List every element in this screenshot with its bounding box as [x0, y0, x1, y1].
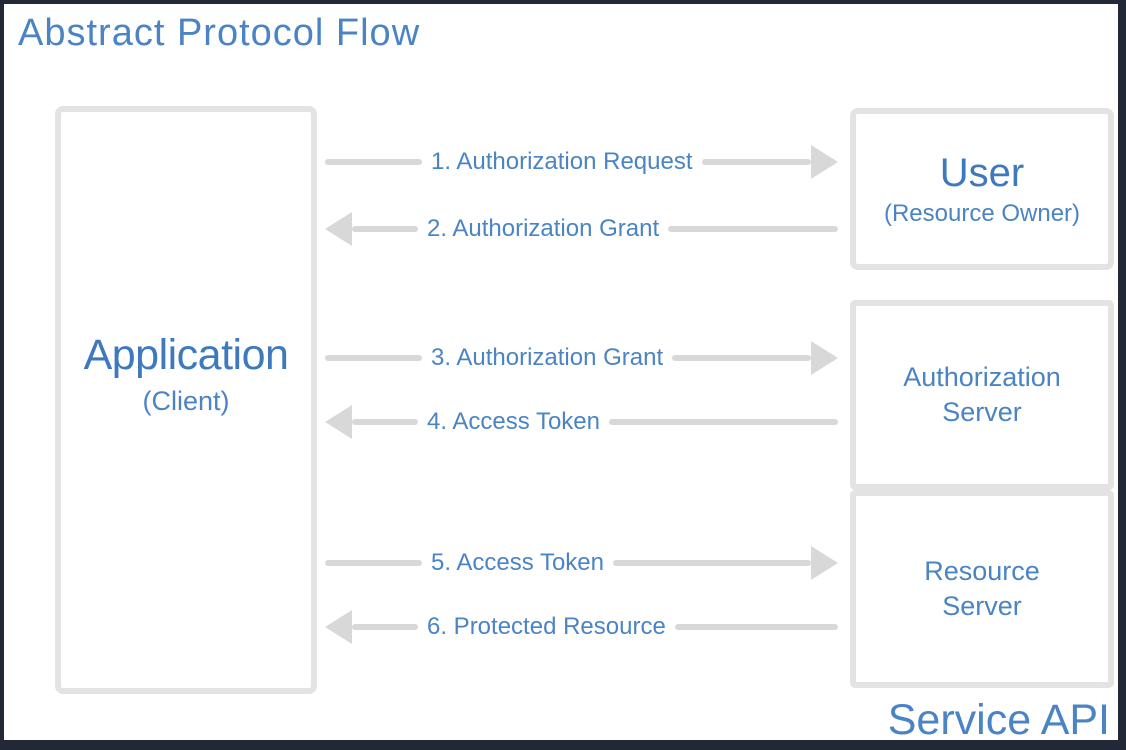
arrow-line [352, 419, 418, 425]
flow-label: 4. Access Token [427, 408, 600, 435]
flow-label: 5. Access Token [431, 549, 604, 576]
arrowhead-right-icon [811, 145, 838, 179]
arrow-line [613, 560, 811, 566]
arrow-line [325, 355, 422, 361]
user-sublabel: (Resource Owner) [883, 199, 1081, 227]
resource-server-label: Resource Server [924, 555, 1040, 621]
arrowhead-left-icon [325, 610, 352, 644]
arrow-line [325, 159, 422, 165]
arrowhead-right-icon [811, 546, 838, 580]
authorization-server-label: Authorization Server [903, 361, 1061, 427]
arrow-line [701, 159, 811, 165]
diagram-title: Abstract Protocol Flow [18, 12, 421, 54]
arrow-line [352, 226, 418, 232]
flow-row-authorization-grant-return: 2. Authorization Grant [325, 212, 838, 246]
arrow-line [674, 624, 838, 630]
arrow-line [672, 355, 811, 361]
arrow-line [352, 624, 418, 630]
flow-row-authorization-request: 1. Authorization Request [325, 145, 838, 179]
flow-row-access-token: 5. Access Token [325, 546, 838, 580]
node-user: User (Resource Owner) [850, 108, 1114, 270]
service-api-label: Service API [887, 696, 1110, 744]
arrow-line [325, 560, 422, 566]
flow-label: 2. Authorization Grant [427, 215, 660, 242]
flow-label: 1. Authorization Request [431, 148, 693, 175]
node-authorization-server: Authorization Server [850, 300, 1114, 490]
arrowhead-left-icon [325, 405, 352, 439]
flow-label: 3. Authorization Grant [431, 344, 664, 371]
node-resource-server: Resource Server [850, 490, 1114, 688]
flow-row-authorization-grant: 3. Authorization Grant [325, 341, 838, 375]
arrowhead-right-icon [811, 341, 838, 375]
application-sublabel: (Client) [142, 386, 230, 416]
flow-row-access-token-return: 4. Access Token [325, 405, 838, 439]
user-label: User [939, 150, 1025, 195]
node-application: Application (Client) [55, 106, 317, 694]
application-label: Application [83, 331, 289, 379]
flow-row-protected-resource: 6. Protected Resource [325, 610, 838, 644]
arrowhead-left-icon [325, 212, 352, 246]
arrow-line [609, 419, 838, 425]
flow-label: 6. Protected Resource [427, 613, 666, 640]
arrow-line [668, 226, 838, 232]
